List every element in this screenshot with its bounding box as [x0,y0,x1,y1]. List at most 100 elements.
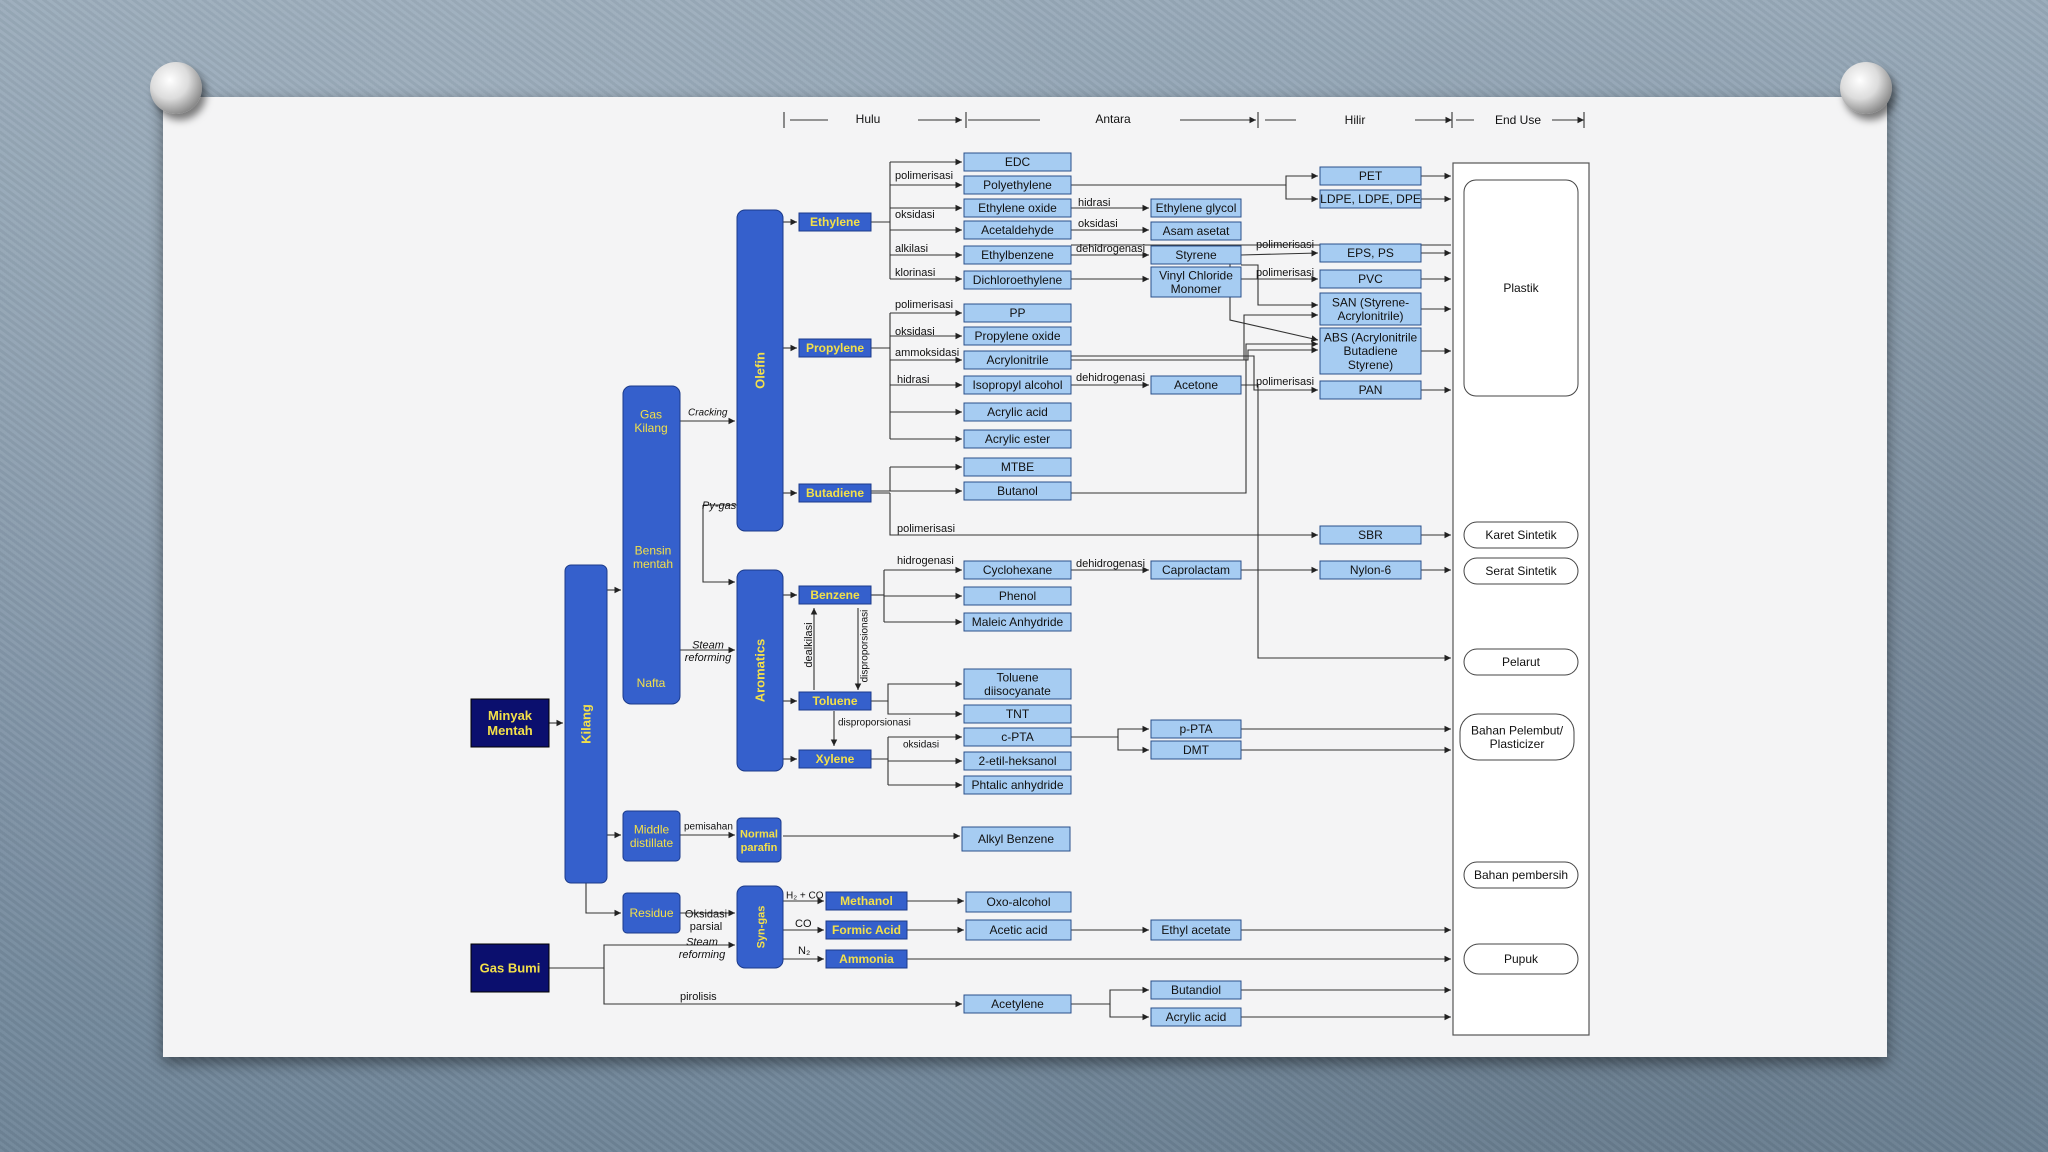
connector-line [1109,1004,1149,1021]
product-pet: PET [1319,166,1422,186]
intermediate-tnt-label: TNT [1006,707,1030,721]
intermediate-butanol: Butanol [963,481,1072,501]
methanol-box-label: Methanol [840,894,893,908]
product-pan-label: PAN [1359,383,1383,397]
product-pet-label: PET [1359,169,1383,183]
product-pvc-label: PVC [1358,272,1383,286]
process-hidrasi: hidrasi [1078,197,1110,209]
product-ldpe: LDPE, LDPE, DPE [1319,189,1422,209]
intermediate-acrylic-ester-label: Acrylic ester [985,432,1050,446]
product-san-label: SAN (Styrene-Acrylonitrile) [1332,295,1409,323]
intermediate-acrylic-acid-label: Acrylic acid [987,405,1048,419]
process-oksidasi: oksidasi [895,326,935,338]
intermediate-phthalic-anhydride-label: Phtalic anhydride [971,778,1063,792]
connector-line [1071,340,1318,494]
toluene-box: Toluene [798,691,872,711]
nafta-label: Nafta [637,676,666,690]
process-hidrogenasi: hidrogenasi [897,555,954,567]
intermediate-acetaldehyde: Acetaldehyde [963,220,1072,240]
connector-line [1071,355,1318,394]
connector-line [871,680,962,702]
ds-dmt: DMT [1150,740,1242,760]
process-polimerisasi: polimerisasi [897,523,955,535]
aromatics-box: Aromatics [736,569,784,772]
intermediate-tnt: TNT [963,704,1072,724]
process-polimerisasi: polimerisasi [1256,239,1314,251]
process-dehidrogenasi: dehidrogenasi [1076,372,1145,384]
xylene-box: Xylene [798,749,872,769]
product-pvc: PVC [1319,269,1422,289]
connector-line [1241,384,1451,662]
end-use-serat-sintetik-label: Serat Sintetik [1485,564,1557,578]
ds-styrene-label: Styrene [1175,248,1217,262]
intermediate-mtbe-label: MTBE [1001,460,1034,474]
intermediate-edc-label: EDC [1005,155,1031,169]
process-oksidasi: oksidasi [903,740,939,751]
process-pirolisis: pirolisis [680,991,717,1003]
process-disproporsionasi-vertical: disproporsionasi [860,610,871,683]
intermediate-ethylbenzene: Ethylbenzene [963,245,1072,265]
butadiene-box-label: Butadiene [806,486,864,500]
connector-line [549,941,735,969]
stage-end-use: End Use [1495,113,1541,127]
methanol-box: Methanol [825,891,908,911]
intermediate-butanol-label: Butanol [997,484,1038,498]
stage-hulu: Hulu [856,112,881,126]
end-use-karet-sintetik: Karet Sintetik [1463,521,1579,549]
ds-acetone: Acetone [1150,375,1242,395]
end-use-plasticizer: Bahan Pelembut/Plasticizer [1459,713,1575,761]
connector-line [702,505,735,586]
process-py-gas: Py-gas [702,500,737,512]
olefin-box: Olefin [736,209,784,532]
intermediate-oxo-alcohol: Oxo-alcohol [965,891,1072,913]
intermediate-ethylene-oxide: Ethylene oxide [963,198,1072,218]
end-use-plastik: Plastik [1463,179,1579,397]
intermediate-acetaldehyde-label: Acetaldehyde [981,223,1054,237]
ds-ethyl-acetate-label: Ethyl acetate [1161,923,1231,937]
ds-styrene: Styrene [1150,245,1242,265]
intermediate-acetic-acid-label: Acetic acid [989,923,1047,937]
stage-antara: Antara [1095,112,1131,126]
ammonia-box-label: Ammonia [839,952,894,966]
intermediate-maleic-anhydride-label: Maleic Anhydride [972,615,1064,629]
kilang-box: Kilang [564,564,608,884]
connector-line [1241,264,1318,309]
connector-line [889,493,1318,539]
intermediate-c-pta: c-PTA [963,727,1072,747]
end-use-pelarut: Pelarut [1463,648,1579,676]
process-cracking: Cracking [688,408,728,419]
connector-line [585,883,621,917]
process-alkilasi: alkilasi [895,243,928,255]
end-use-pupuk-label: Pupuk [1504,952,1539,966]
ds-caprolactam: Caprolactam [1150,560,1242,580]
ds-butandiol: Butandiol [1150,980,1242,1000]
ds-ethyl-acetate: Ethyl acetate [1150,919,1242,941]
product-ldpe-label: LDPE, LDPE, DPE [1320,192,1421,206]
butadiene-box: Butadiene [798,483,872,503]
syn-gas-box-label: Syn-gas [756,906,768,949]
process-polimerisasi: polimerisasi [895,299,953,311]
residue-box: Residue [622,892,681,934]
end-use-plasticizer-label: Bahan Pelembut/Plasticizer [1471,723,1564,751]
intermediate-propylene-oxide: Propylene oxide [963,326,1072,346]
ethylene-box-label: Ethylene [810,215,860,229]
intermediate-isopropyl-alcohol-label: Isopropyl alcohol [972,378,1062,392]
ds-asam-asetat: Asam asetat [1150,221,1242,241]
end-use-plastik-label: Plastik [1503,281,1539,295]
intermediate-polyethylene: Polyethylene [963,175,1072,195]
intermediate-edc: EDC [963,152,1072,172]
intermediate-ethylene-oxide-label: Ethylene oxide [978,201,1057,215]
ds-acrylic-acid-label: Acrylic acid [1166,1010,1227,1024]
product-sbr: SBR [1319,525,1422,545]
aromatics-box-label: Aromatics [753,639,768,703]
intermediate-acrylic-acid: Acrylic acid [963,402,1072,422]
intermediate-acrylonitrile: Acrylonitrile [963,350,1072,370]
process-dehidrogenasi: dehidrogenasi [1076,243,1145,255]
